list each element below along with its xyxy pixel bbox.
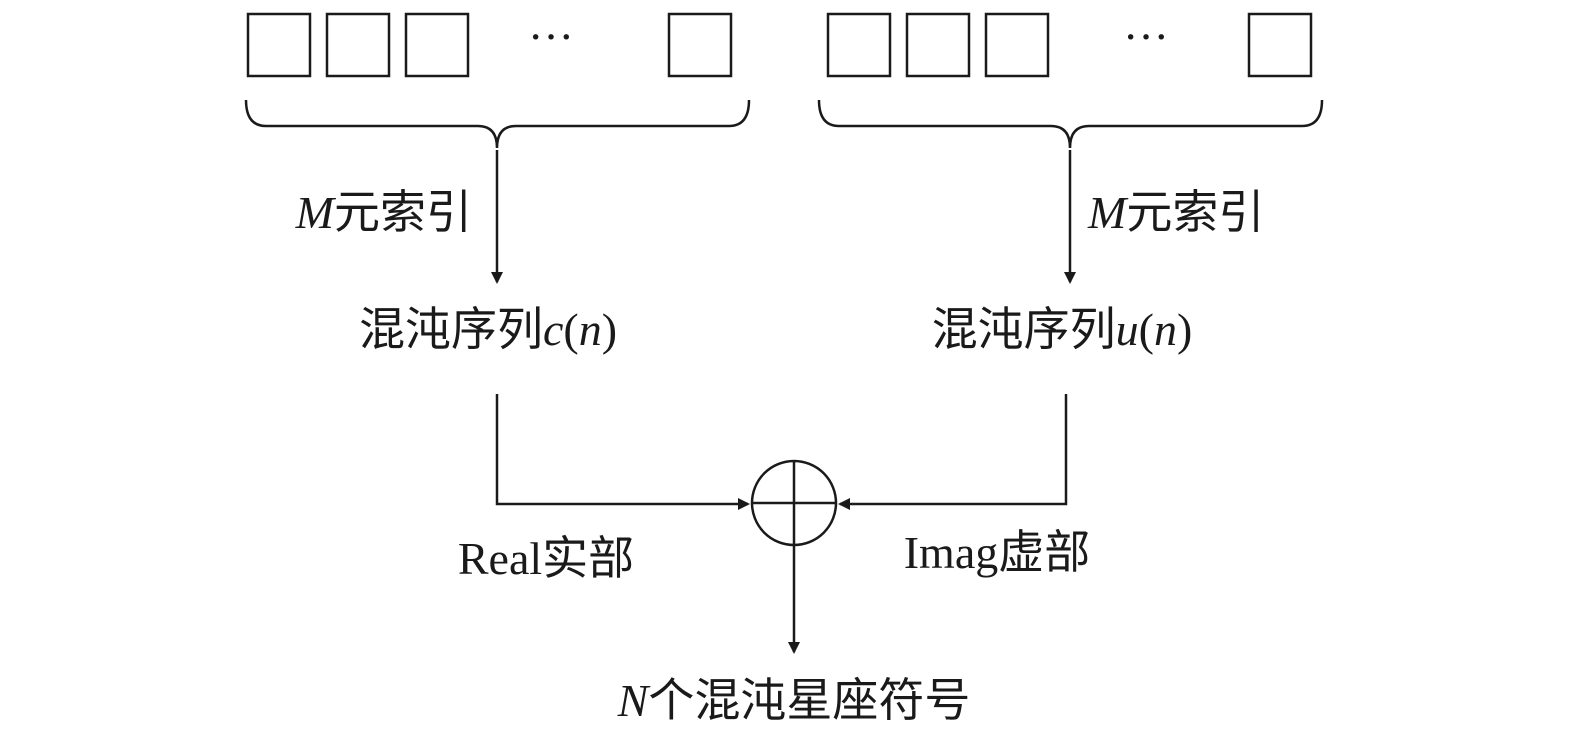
right-sequence-label: 混沌序列u(n): [932, 304, 1193, 355]
right-sequence-arg: n: [1154, 304, 1177, 355]
output-text: 个混沌星座符号: [648, 675, 970, 726]
left-sequence-var: c: [543, 304, 563, 355]
right-ellipsis: ···: [1123, 11, 1169, 62]
left-bit-cell-2: [325, 12, 391, 78]
output-label: N个混沌星座符号: [617, 675, 971, 726]
left-sequence-text: 混沌序列: [359, 304, 543, 355]
right-bit-cell-2: [905, 12, 971, 78]
left-sequence-label: 混沌序列c(n): [359, 304, 617, 355]
right-sequence-close: ): [1177, 304, 1192, 355]
left-sequence-close: ): [602, 304, 617, 355]
right-sequence-var: u: [1116, 304, 1139, 355]
left-index-text: 元索引: [334, 187, 472, 238]
left-part-label: Real实部: [458, 533, 634, 584]
right-index-label: M元索引: [1087, 187, 1264, 238]
right-branch: ··· M元索引 混沌序列u(n) Imag虚部: [817, 11, 1324, 578]
right-brace: [817, 99, 1324, 149]
left-bit-cell-1: [246, 12, 312, 78]
left-index-label: M元索引: [295, 187, 472, 238]
right-bit-cell-last: [1247, 12, 1313, 78]
left-sequence-open: (: [563, 304, 578, 355]
left-real-connector: [495, 394, 750, 510]
left-bit-cell-last: [667, 12, 733, 78]
right-bit-cell-3: [984, 12, 1050, 78]
left-ellipsis: ···: [528, 11, 574, 62]
right-sequence-open: (: [1139, 304, 1154, 355]
output-count-var: N: [617, 675, 651, 726]
right-part-label: Imag虚部: [904, 527, 1091, 578]
right-index-var: M: [1087, 187, 1129, 238]
right-imag-connector: [838, 394, 1068, 510]
left-index-var: M: [295, 187, 337, 238]
right-bit-cell-1: [826, 12, 892, 78]
right-sequence-text: 混沌序列: [932, 304, 1116, 355]
left-bit-cell-3: [404, 12, 470, 78]
left-brace: [244, 99, 751, 149]
left-sequence-arg: n: [579, 304, 602, 355]
right-index-text: 元索引: [1126, 187, 1264, 238]
left-branch: ··· M元索引 混沌序列c(n) Real实部: [244, 11, 751, 584]
adder-node: [750, 459, 838, 547]
